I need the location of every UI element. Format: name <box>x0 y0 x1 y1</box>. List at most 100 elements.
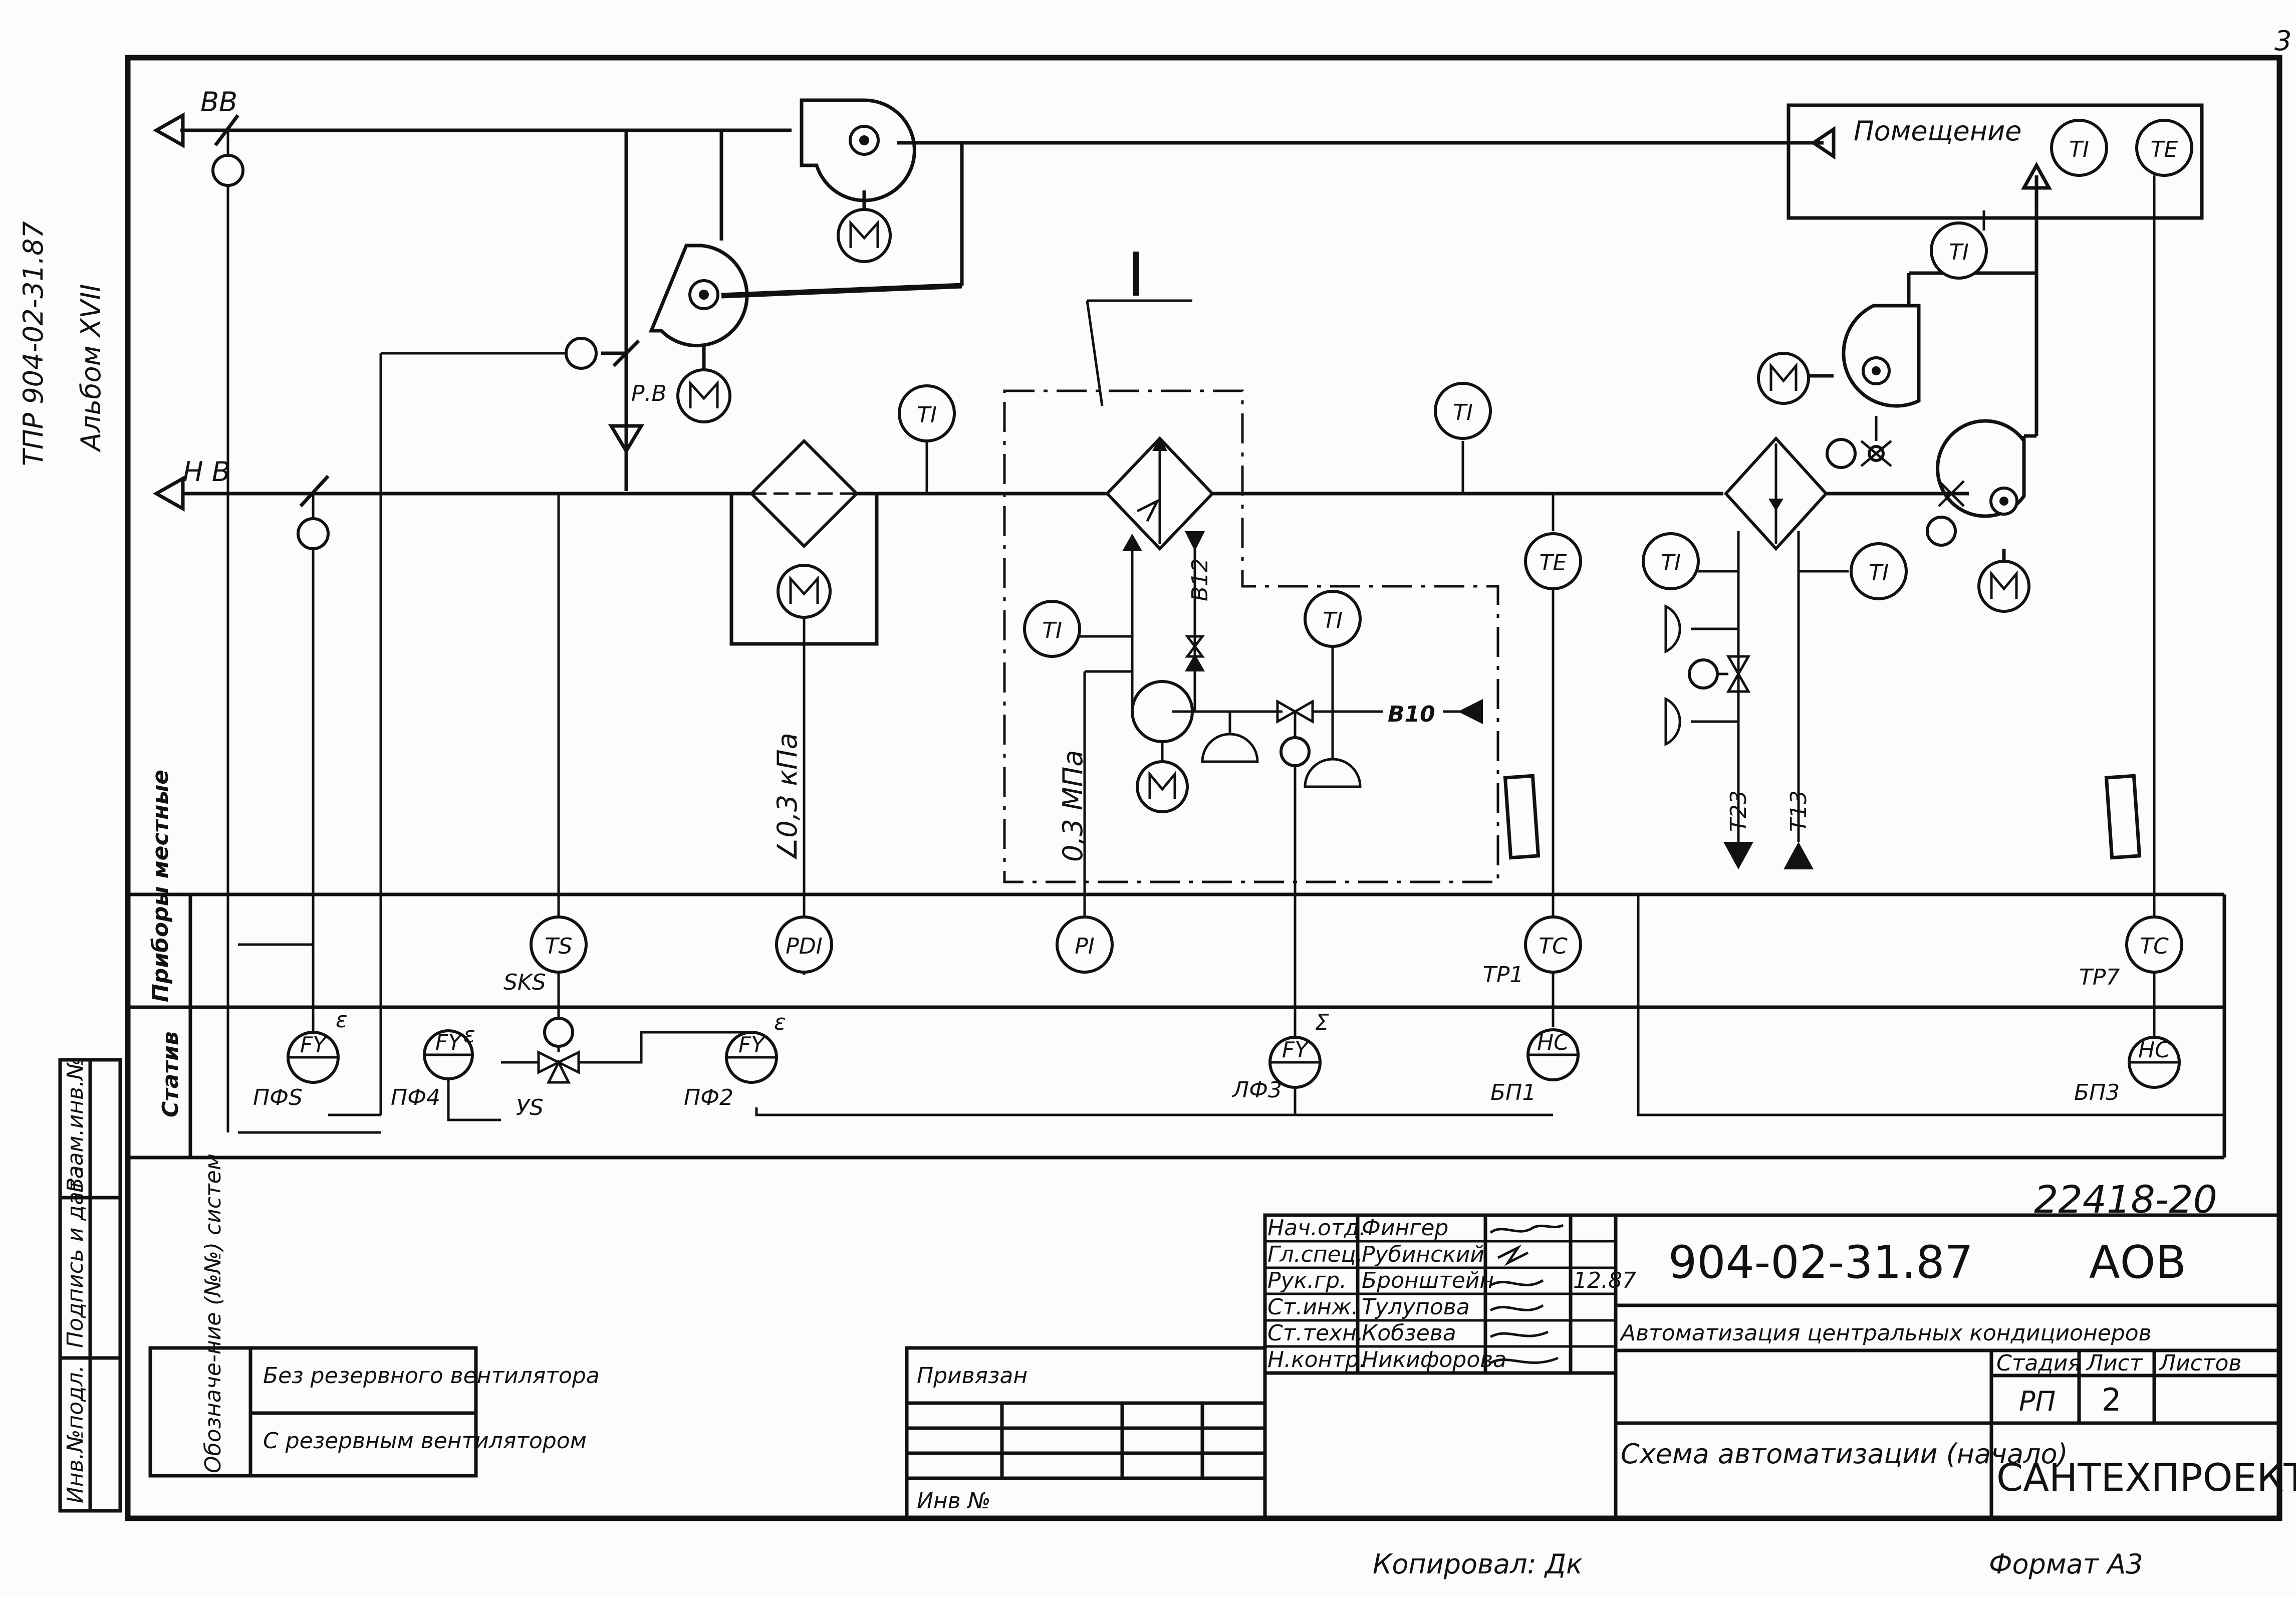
label-t13: Т13 <box>1786 790 1812 832</box>
instrument-ti-c: TI <box>1304 590 1362 648</box>
label-nv: Н В <box>183 456 230 488</box>
actuator-ys <box>537 1050 580 1084</box>
label-vv: ВВ <box>200 86 237 118</box>
systems-without: Без резервного вентилятора <box>263 1363 600 1389</box>
instrument-ti-e: TI <box>1642 532 1700 590</box>
row-local: Приборы местные <box>148 770 173 1002</box>
svg-text:TI: TI <box>2069 137 2089 162</box>
label-sks: SKS <box>503 970 546 995</box>
svg-text:Рубинский: Рубинский <box>1362 1242 1484 1267</box>
supply-air-line: Н В <box>152 456 1969 1037</box>
svg-text:Н.контр.: Н.контр. <box>1267 1347 1366 1373</box>
svg-text:TE: TE <box>1540 550 1567 576</box>
sheet-label: Лист <box>2086 1350 2143 1376</box>
label-e3: ε <box>774 1010 786 1035</box>
svg-text:PDI: PDI <box>786 934 822 959</box>
label-t23: Т23 <box>1726 790 1751 832</box>
instrument-ti-b: TI <box>1023 600 1081 658</box>
svg-text:Кобзева: Кобзева <box>1362 1320 1456 1346</box>
linked-label: Привязан <box>917 1363 1028 1389</box>
systems-table: Обозначе-ние (№№) систем Без резервного … <box>148 1154 600 1478</box>
instrument-ti-a: TI <box>898 384 956 442</box>
label-tp7: ТР7 <box>2079 965 2120 990</box>
exhaust-air-line: ВВ <box>152 86 1836 1132</box>
relay-fy-3: FY <box>725 1031 778 1084</box>
supply-fan-main <box>1926 161 2052 613</box>
stamp-sign: Подпись и дата <box>63 1166 88 1348</box>
label-pf3: ЛФ3 <box>1231 1077 1282 1103</box>
label-e4: Σ <box>1315 1010 1329 1035</box>
svg-text:FY: FY <box>738 1032 766 1058</box>
row-panel: Статив <box>158 1031 183 1117</box>
svg-text:TI: TI <box>1949 240 1969 265</box>
svg-text:Никифорова: Никифорова <box>1362 1347 1506 1373</box>
label-pf4: ПФ4 <box>391 1085 440 1110</box>
copied-by: Копировал: Дк <box>1373 1548 1583 1580</box>
label-e1: ε <box>336 1007 348 1033</box>
instrument-ti-d: TI <box>1434 382 1492 440</box>
inv-no-label: Инв № <box>917 1488 990 1514</box>
label-bp1: БП1 <box>1490 1080 1536 1105</box>
label-tp1: ТР1 <box>1483 962 1523 988</box>
svg-text:PI: PI <box>1075 934 1095 959</box>
instrument-table: Приборы местные Статив <box>128 770 2226 1160</box>
circulation-pump <box>1131 680 1283 813</box>
svg-text:Гл.спец.: Гл.спец. <box>1267 1242 1363 1267</box>
label-pfs: ПФS <box>253 1085 303 1110</box>
svg-text:TI: TI <box>917 402 937 428</box>
title-block: 904-02-31.87 АОВ Автоматизация центральн… <box>1614 1213 2296 1520</box>
label-b12: В12 <box>1187 558 1213 601</box>
label-ys: УS <box>516 1095 544 1120</box>
filter: ∠0,3 кПа <box>729 438 879 922</box>
side-album: Альбом XVII <box>75 284 107 452</box>
instrument-ti-room: TI <box>2050 119 2108 177</box>
recirc-damper: Р.В <box>379 337 667 1115</box>
instrument-tc-b: TC <box>2125 916 2183 974</box>
controller-hc-a: HC <box>1526 1028 1580 1081</box>
svg-text:TC: TC <box>1539 934 1568 959</box>
svg-text:FY: FY <box>435 1030 463 1055</box>
label-pf2: ПФ2 <box>684 1085 733 1110</box>
relay-fy-4: FY <box>1268 1036 1322 1089</box>
label-rv: Р.В <box>631 381 667 406</box>
instrument-ts: TS <box>530 916 588 974</box>
exhaust-fan <box>800 98 916 263</box>
stage-value: РП <box>2019 1386 2056 1417</box>
stage-label: Стадия <box>1996 1350 2081 1376</box>
svg-text:Рук.гр.: Рук.гр. <box>1267 1268 1347 1293</box>
instrument-pi: PI <box>1056 916 1114 974</box>
side-tpr: ТПР 904-02-31.87 <box>18 221 49 466</box>
svg-text:Нач.отд.: Нач.отд. <box>1267 1215 1366 1241</box>
label-bp3: БП3 <box>2074 1080 2120 1105</box>
relay-fy-2: FY <box>423 1029 474 1080</box>
systems-with: С резервным вентилятором <box>263 1428 587 1454</box>
svg-text:TI: TI <box>1661 550 1681 576</box>
svg-text:TI: TI <box>1869 560 1889 586</box>
linked-block: Привязан Инв № <box>905 1346 1267 1520</box>
svg-text:TE: TE <box>2151 137 2178 162</box>
room-label: Помещение <box>1854 115 2021 147</box>
label-dp: ∠0,3 кПа <box>772 733 803 862</box>
stamp-inv: Инв.№подл. <box>63 1365 88 1503</box>
svg-text:TS: TS <box>545 934 573 959</box>
svg-text:Ст.техн.: Ст.техн. <box>1267 1320 1364 1346</box>
sign-date: 12.87 <box>1573 1268 1636 1293</box>
sheet-value: 2 <box>2102 1382 2121 1418</box>
stamp-replace: Взам.инв.№ <box>63 1057 88 1193</box>
controller-hc-b: HC <box>2128 1036 2181 1089</box>
label-e2: ε <box>463 1022 475 1048</box>
relay-fy-1: FY <box>287 1031 340 1084</box>
instrument-te-a: TE <box>1524 532 1582 590</box>
supply-fan-reserve <box>1757 271 2036 469</box>
svg-text:TI: TI <box>1453 400 1473 425</box>
instrument-pdi: PDI <box>775 916 833 974</box>
doc-code: 904-02-31.87 <box>1668 1236 1973 1289</box>
svg-text:HC: HC <box>2138 1037 2170 1063</box>
org-name: САНТЕХПРОЕКТ <box>1996 1455 2296 1500</box>
instrument-tc-a: TC <box>1524 916 1582 974</box>
second-heater: Т23 Т13 <box>1664 436 1849 869</box>
doc-mark: АОВ <box>2089 1236 2186 1289</box>
drawing-name: Схема автоматизации (начало) <box>1621 1438 2068 1470</box>
